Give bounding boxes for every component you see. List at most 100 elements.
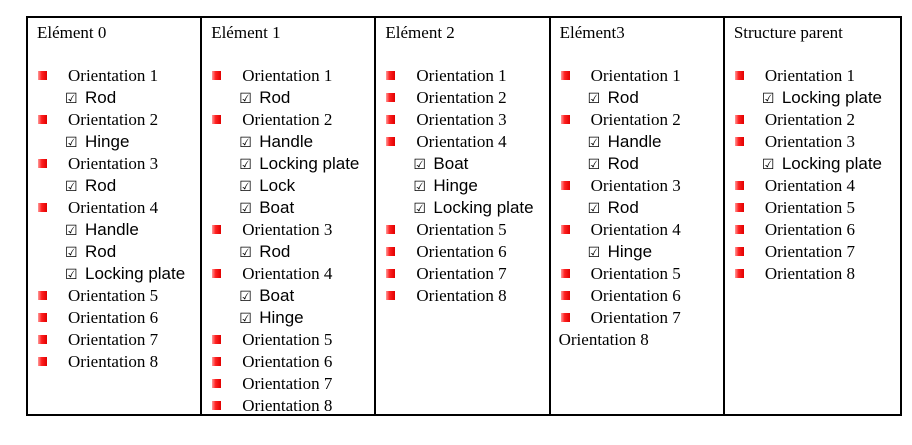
column-header: Elément 0 — [37, 23, 107, 42]
orientation-item: Orientation 4 — [28, 197, 200, 219]
orientation-label: Orientation 7 — [764, 242, 855, 261]
red-square-bullet-icon — [212, 225, 222, 234]
component-label: Locking plate — [259, 154, 360, 173]
orientation-item: Orientation 1 — [725, 65, 900, 87]
component-label: Hinge — [433, 176, 478, 195]
red-square-bullet-icon — [386, 247, 396, 256]
orientation-item: Orientation 1 — [202, 65, 374, 87]
orientation-item: Orientation 5 — [725, 197, 900, 219]
component-item: ☑ Locking plate — [725, 87, 900, 109]
checked-box-icon: ☑ — [65, 91, 78, 107]
orientation-item: Orientation 2 — [551, 109, 723, 131]
checked-box-icon: ☑ — [413, 201, 426, 217]
orientation-item: Orientation 7 — [202, 373, 374, 395]
checked-box-icon: ☑ — [587, 135, 601, 151]
checked-box-icon: ☑ — [65, 223, 78, 239]
checked-box-icon: ☑ — [65, 245, 78, 261]
orientation-item: Orientation 3 — [28, 153, 200, 175]
red-square-bullet-icon — [38, 291, 47, 300]
checked-box-icon: ☑ — [239, 201, 252, 217]
orientation-item: Orientation 8 — [551, 329, 723, 351]
orientation-item: Orientation 8 — [202, 395, 374, 414]
component-label: Rod — [259, 242, 291, 261]
red-square-bullet-icon — [560, 115, 570, 124]
orientation-item: Orientation 6 — [551, 285, 723, 307]
component-item: ☑Lock — [202, 175, 374, 197]
orientation-item: Orientation 6 — [28, 307, 200, 329]
checked-box-icon: ☑ — [65, 179, 78, 195]
checked-box-icon: ☑ — [239, 157, 252, 173]
orientation-label: Orientation 3 — [242, 220, 333, 239]
component-item: ☑Rod — [551, 87, 723, 109]
component-item: ☑Hinge — [202, 307, 374, 329]
red-square-bullet-icon — [734, 203, 744, 212]
column-header: Structure parent — [733, 23, 843, 42]
orientation-label: Orientation 4 — [416, 132, 507, 151]
red-square-bullet-icon — [38, 203, 47, 212]
component-label: Rod — [607, 154, 639, 173]
component-label: Handle — [259, 132, 314, 151]
red-square-bullet-icon — [386, 225, 396, 234]
red-square-bullet-icon — [212, 115, 222, 124]
orientation-label: Orientation 5 — [590, 264, 681, 283]
red-square-bullet-icon — [212, 357, 222, 366]
checked-box-icon: ☑ — [761, 91, 775, 107]
red-square-bullet-icon — [38, 357, 47, 366]
checked-box-icon: ☑ — [239, 135, 252, 151]
orientation-item: Orientation 8 — [725, 263, 900, 285]
orientation-item: Orientation 5 — [202, 329, 374, 351]
orientation-label: Orientation 3 — [68, 154, 159, 173]
orientation-label: Orientation 4 — [764, 176, 855, 195]
orientation-item: Orientation 1 — [376, 65, 548, 87]
component-item: ☑Rod — [202, 87, 374, 109]
orientation-label: Orientation 6 — [764, 220, 855, 239]
red-square-bullet-icon — [212, 379, 222, 388]
column-header: Elément3 — [559, 23, 625, 42]
checked-box-icon: ☑ — [239, 289, 252, 305]
component-item: ☑Rod — [551, 197, 723, 219]
orientation-item: Orientation 7 — [28, 329, 200, 351]
orientation-label: Orientation 5 — [764, 198, 855, 217]
component-label: Lock — [259, 176, 296, 195]
red-square-bullet-icon — [212, 335, 222, 344]
orientation-label: Orientation 2 — [68, 110, 159, 129]
orientation-label: Orientation 8 — [558, 330, 649, 349]
orientation-item: Orientation 4 — [551, 219, 723, 241]
orientation-label: Orientation 2 — [590, 110, 681, 129]
orientation-item: Orientation 7 — [551, 307, 723, 329]
orientation-label: Orientation 7 — [68, 330, 159, 349]
component-item: ☑Locking plate — [28, 263, 200, 285]
orientation-label: Orientation 3 — [764, 132, 855, 151]
component-label: Locking plate — [781, 88, 882, 107]
checked-box-icon: ☑ — [761, 157, 775, 173]
orientation-label: Orientation 5 — [416, 220, 507, 239]
red-square-bullet-icon — [212, 269, 222, 278]
orientation-label: Orientation 5 — [68, 286, 159, 305]
red-square-bullet-icon — [212, 71, 222, 80]
red-square-bullet-icon — [386, 291, 396, 300]
orientation-label: Orientation 8 — [242, 396, 333, 414]
checked-box-icon: ☑ — [65, 267, 78, 283]
component-label: Locking plate — [781, 154, 882, 173]
red-square-bullet-icon — [386, 269, 396, 278]
red-square-bullet-icon — [386, 93, 396, 102]
component-label: Rod — [607, 198, 639, 217]
orientation-item: Orientation 5 — [376, 219, 548, 241]
red-square-bullet-icon — [560, 313, 570, 322]
orientation-item: Orientation 7 — [376, 263, 548, 285]
component-label: Hinge — [85, 132, 130, 151]
checked-box-icon: ☑ — [239, 311, 252, 327]
orientation-item: Orientation 3 — [725, 131, 900, 153]
orientation-item: Orientation 7 — [725, 241, 900, 263]
orientation-label: Orientation 5 — [242, 330, 333, 349]
orientation-item: Orientation 2 — [376, 87, 548, 109]
orientation-item: Orientation 4 — [202, 263, 374, 285]
column-header: Elément 2 — [385, 23, 455, 42]
orientation-label: Orientation 6 — [242, 352, 333, 371]
red-square-bullet-icon — [734, 115, 744, 124]
component-label: Boat — [433, 154, 469, 173]
